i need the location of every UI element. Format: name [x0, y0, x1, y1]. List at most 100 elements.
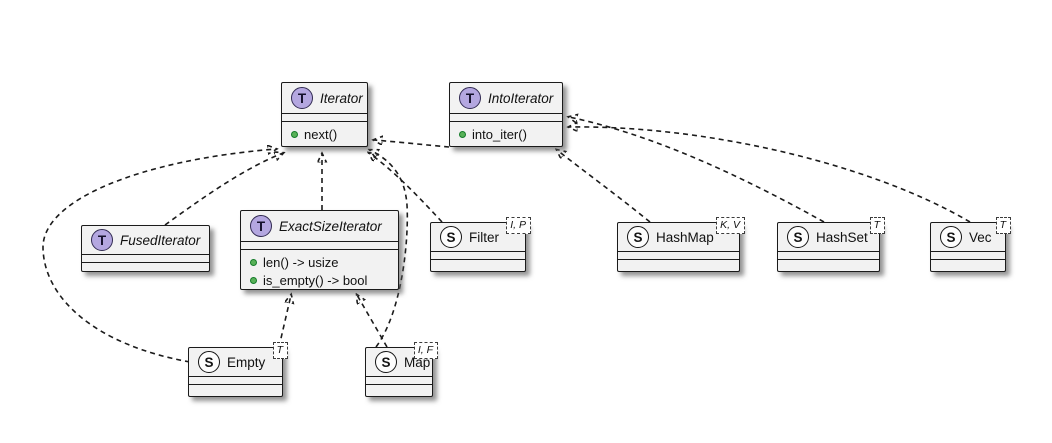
fields-divider [431, 251, 525, 252]
class-name: Vec [969, 229, 992, 245]
methods-divider [431, 259, 525, 260]
class-title-row: S HashMap [618, 223, 739, 251]
fields-divider [82, 254, 209, 255]
edge-fusediterator-to-iterator [164, 153, 283, 226]
edge-empty-to-exactsizeiterator [278, 295, 291, 348]
fields-divider [450, 113, 562, 114]
method-signature: into_iter() [472, 126, 527, 142]
fields-compartment [931, 252, 1005, 259]
trait-circle-icon: T [291, 87, 313, 109]
struct-circle-icon: S [375, 351, 397, 373]
methods-divider [931, 259, 1005, 260]
class-hashset: T S HashSet [777, 217, 885, 272]
fields-compartment [282, 114, 367, 121]
class-title-row: S Filter [431, 223, 525, 251]
struct-circle-icon: S [627, 226, 649, 248]
class-empty: T S Empty [188, 342, 288, 397]
struct-circle-icon: S [440, 226, 462, 248]
class-name: Filter [469, 229, 499, 245]
generic-params-tab: I, P [506, 217, 531, 235]
methods-divider [189, 384, 282, 385]
class-name: FusedIterator [120, 232, 201, 248]
fields-divider [241, 241, 398, 242]
class-name: Iterator [320, 90, 363, 106]
fields-compartment [618, 252, 739, 259]
fields-divider [618, 251, 739, 252]
edge-hashset-to-intoiterator [569, 117, 825, 223]
fields-divider [282, 113, 367, 114]
method-signature: next() [304, 126, 338, 142]
methods-compartment: into_iter() [450, 122, 562, 145]
methods-divider [618, 259, 739, 260]
methods-divider [82, 262, 209, 263]
class-name: ExactSizeIterator [279, 218, 382, 234]
fields-compartment [189, 377, 282, 384]
edge-vec-to-intoiterator [569, 127, 971, 223]
class-title-row: T Iterator [282, 83, 367, 113]
methods-compartment [366, 385, 432, 390]
fields-compartment [450, 114, 562, 121]
fields-divider [189, 376, 282, 377]
methods-divider [282, 121, 367, 122]
class-iterator: T Iterator next() [281, 82, 368, 147]
edge-map-to-iterator [370, 150, 409, 348]
methods-divider [778, 259, 879, 260]
struct-circle-icon: S [198, 351, 220, 373]
class-name: HashMap [656, 229, 714, 245]
generic-params-tab: T [869, 217, 885, 235]
edge-intoiterator-to-iterator [374, 140, 450, 147]
methods-divider [366, 384, 432, 385]
struct-circle-icon: S [787, 226, 809, 248]
methods-compartment [778, 260, 879, 265]
class-name: IntoIterator [488, 90, 554, 106]
methods-compartment [618, 260, 739, 265]
class-title-row: S Vec [931, 223, 1005, 251]
fields-compartment [778, 252, 879, 259]
class-title-row: S Empty [189, 348, 282, 376]
methods-compartment: next() [282, 122, 367, 145]
method-signature: is_empty() -> bool [263, 272, 368, 288]
class-hashmap: K, V S HashMap [617, 217, 745, 272]
class-name: HashSet [816, 229, 868, 245]
generic-params-tab: K, V [716, 217, 745, 235]
edge-hashmap-to-intoiterator [557, 150, 651, 223]
methods-compartment [931, 260, 1005, 265]
public-method-bullet-icon [459, 130, 466, 138]
public-method-bullet-icon [250, 258, 257, 266]
class-name: Empty [227, 354, 266, 370]
class-filter: I, P S Filter [430, 217, 531, 272]
fields-divider [366, 376, 432, 377]
class-title-row: T ExactSizeIterator [241, 211, 398, 241]
edge-empty-to-iterator [42, 149, 276, 363]
public-method-bullet-icon [250, 276, 257, 284]
trait-circle-icon: T [91, 229, 113, 251]
generic-params-tab: I, F [413, 342, 438, 360]
class-title-row: S HashSet [778, 223, 879, 251]
class-title-row: T FusedIterator [82, 226, 209, 254]
public-method-bullet-icon [291, 130, 298, 138]
struct-circle-icon: S [940, 226, 962, 248]
fields-compartment [431, 252, 525, 259]
method-row: next() [282, 125, 367, 143]
trait-circle-icon: T [250, 215, 272, 237]
method-row: len() -> usize [241, 253, 398, 271]
fields-compartment [366, 377, 432, 384]
methods-compartment [189, 385, 282, 390]
method-row: is_empty() -> bool [241, 271, 398, 289]
fields-compartment [241, 242, 398, 249]
methods-divider [241, 249, 398, 250]
fields-divider [778, 251, 879, 252]
class-fused_iterator: T FusedIterator [81, 225, 210, 272]
generic-params-tab: T [272, 342, 288, 360]
methods-compartment [82, 263, 209, 268]
method-row: into_iter() [450, 125, 562, 143]
methods-divider [450, 121, 562, 122]
